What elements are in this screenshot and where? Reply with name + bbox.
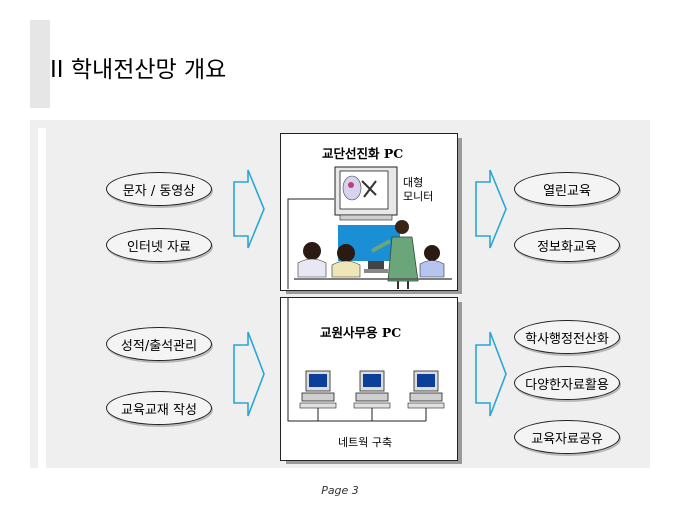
input-oval-materials: 교육교재 작성 [106,391,212,425]
office-computer-2 [353,370,391,409]
panel-left-strip [38,128,46,468]
classroom-pc-title: 교단선진화 PC [322,146,404,161]
network-label: 네트웍 구축 [338,436,393,449]
output-oval-sharing: 교육자료공유 [514,420,620,454]
monitor-label-text: 대형 모니터 [403,176,434,203]
page-number: Page 3 [321,484,359,497]
classroom-illustration [287,166,452,289]
arrow-input-bottom [233,331,265,417]
input-oval-internet: 인터넷 자료 [106,228,212,262]
title-accent-bar [30,20,50,108]
office-network-illustration [287,297,445,422]
input-oval-media: 문자 / 동영상 [106,172,212,206]
input-oval-grades: 성적/출석관리 [106,327,212,361]
output-oval-open-edu: 열린교육 [514,172,620,206]
office-pc-title: 교원사무용 PC [320,325,402,340]
monitor-label: 대형 모니터 [403,176,443,204]
office-computer-3 [407,370,445,409]
output-oval-resources: 다양한자료활용 [514,366,620,400]
arrow-output-top [475,169,507,249]
page-title: II 학내전산망 개요 [50,57,227,83]
arrow-output-bottom [475,331,507,417]
office-computer-1 [299,370,337,409]
arrow-input-top [233,169,265,249]
output-oval-admin: 학사행정전산화 [514,320,620,354]
output-oval-info-edu: 정보화교육 [514,228,620,262]
